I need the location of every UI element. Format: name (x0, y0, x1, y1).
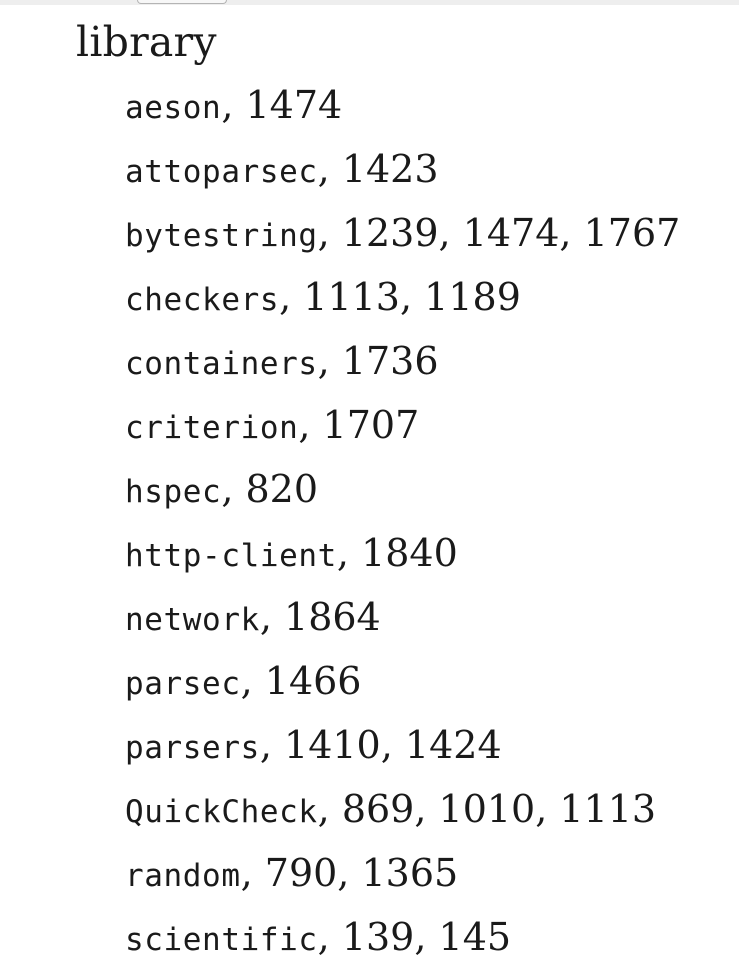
page-reference-link[interactable]: 1707 (322, 403, 420, 447)
separator: , (559, 211, 584, 255)
page-reference-link[interactable]: 820 (245, 467, 319, 511)
separator: , (259, 595, 285, 639)
page-reference-link[interactable]: 1466 (264, 659, 362, 703)
separator: , (317, 787, 342, 831)
index-term: random (125, 858, 241, 894)
separator: , (535, 787, 560, 831)
page-reference-link[interactable]: 1423 (341, 147, 439, 191)
separator: , (400, 275, 425, 319)
page-reference-link[interactable]: 1010 (438, 787, 536, 831)
separator: , (221, 467, 246, 511)
index-entry: http-client, 1840 (125, 527, 726, 591)
page-reference-link[interactable]: 1767 (583, 211, 681, 255)
index-entry: scientific, 139, 145 (125, 911, 726, 964)
separator: , (317, 147, 342, 191)
index-term: criterion (125, 410, 299, 446)
separator: , (240, 851, 265, 895)
separator: , (259, 723, 285, 767)
index-entry: random, 790, 1365 (125, 847, 726, 911)
page-reference-link[interactable]: 1113 (559, 787, 657, 831)
page-reference-link[interactable]: 139 (341, 915, 415, 959)
page-reference-link[interactable]: 1474 (462, 211, 560, 255)
index-term: http-client (125, 538, 337, 574)
page-reference-link[interactable]: 1474 (245, 83, 343, 127)
index-entry: aeson, 1474 (125, 79, 726, 143)
page-reference-link[interactable]: 1864 (284, 595, 381, 639)
index-term: checkers (125, 282, 280, 318)
separator: , (221, 83, 246, 127)
page-reference-link[interactable]: 145 (438, 915, 512, 959)
index-term: hspec (125, 474, 222, 510)
separator: , (317, 339, 342, 383)
top-toolbar-strip (0, 0, 739, 5)
index-term: network (125, 602, 260, 638)
index-entry: parsers, 1410, 1424 (125, 719, 726, 783)
page-reference-link[interactable]: 1113 (303, 275, 400, 319)
page-reference-link[interactable]: 1189 (424, 275, 521, 319)
page-reference-link[interactable]: 1239 (341, 211, 439, 255)
index-term: scientific (125, 922, 318, 958)
separator: , (317, 211, 342, 255)
toolbar-tab[interactable] (137, 0, 227, 4)
page-reference-link[interactable]: 1424 (404, 723, 502, 767)
separator: , (317, 915, 342, 959)
page-reference-link[interactable]: 790 (264, 851, 338, 895)
page-reference-link[interactable]: 1410 (284, 723, 381, 767)
index-entry: bytestring, 1239, 1474, 1767 (125, 207, 726, 271)
index-entry: checkers, 1113, 1189 (125, 271, 726, 335)
index-entry: network, 1864 (125, 591, 726, 655)
index-term: containers (125, 346, 318, 382)
separator: , (336, 531, 362, 575)
index-entry: hspec, 820 (125, 463, 726, 527)
index-term: parsers (125, 730, 260, 766)
index-term: parsec (125, 666, 241, 702)
separator: , (438, 211, 463, 255)
separator: , (298, 403, 323, 447)
index-entry: parsec, 1466 (125, 655, 726, 719)
index-entry: criterion, 1707 (125, 399, 726, 463)
separator: , (380, 723, 405, 767)
index-term: bytestring (125, 218, 318, 254)
index-term: aeson (125, 90, 222, 126)
separator: , (414, 787, 439, 831)
separator: , (279, 275, 304, 319)
index-entry: QuickCheck, 869, 1010, 1113 (125, 783, 726, 847)
index-entry: attoparsec, 1423 (125, 143, 726, 207)
page-reference-link[interactable]: 1365 (361, 851, 459, 895)
page-reference-link[interactable]: 1840 (361, 531, 458, 575)
index-term: QuickCheck (125, 794, 318, 830)
index-heading: library (76, 18, 217, 66)
index-entry: containers, 1736 (125, 335, 726, 399)
separator: , (414, 915, 439, 959)
page-reference-link[interactable]: 1736 (341, 339, 439, 383)
separator: , (240, 659, 265, 703)
page-reference-link[interactable]: 869 (341, 787, 415, 831)
index-term: attoparsec (125, 154, 318, 190)
separator: , (337, 851, 362, 895)
